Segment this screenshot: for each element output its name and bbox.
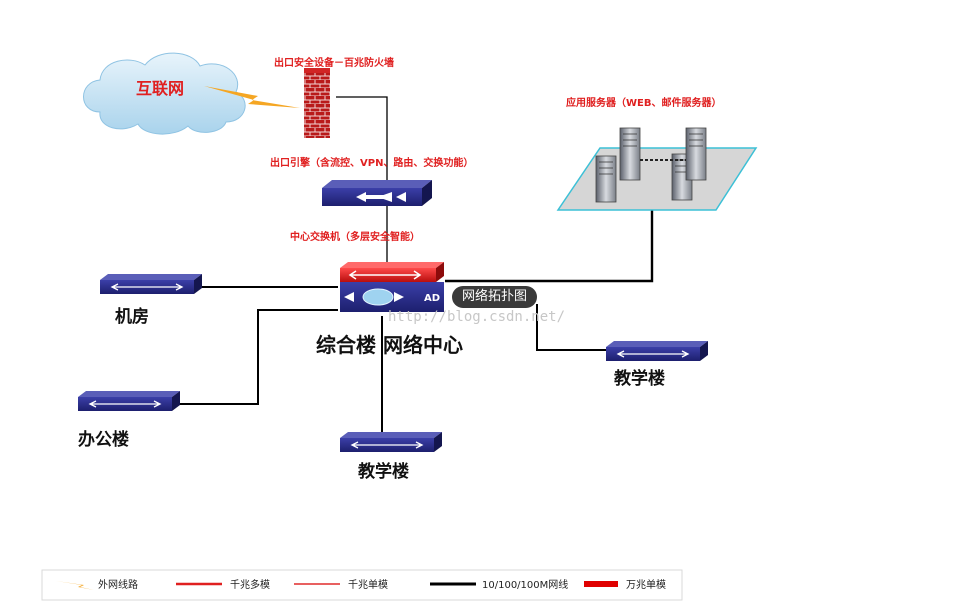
core-switch-device-icon: AD — [340, 262, 444, 312]
firewall-icon — [304, 68, 330, 138]
app-servers-cluster — [556, 127, 758, 211]
teaching-building-right-label: 教学楼 — [613, 368, 665, 389]
line-core-to-app-servers — [445, 208, 654, 283]
server-icon — [685, 127, 707, 181]
teaching-building-center-label: 教学楼 — [357, 461, 409, 482]
legend-label: 千兆多模 — [230, 578, 270, 591]
legend-label: 外网线路 — [98, 578, 138, 591]
line-firewall-to-engine — [336, 96, 388, 183]
egress-engine-device-icon — [322, 180, 432, 206]
line-core-to-office — [178, 309, 338, 405]
office-building-switch-icon — [78, 391, 180, 411]
teaching-building-right-switch-icon — [606, 341, 708, 361]
server-icon — [619, 127, 641, 181]
ad-badge: AD — [424, 293, 440, 304]
internet-cloud: 互联网 — [83, 52, 246, 135]
firewall-label: 出口安全设备－百兆防火墙 — [274, 56, 394, 69]
egress-engine-label: 出口引擎（含流控、VPN、路由、交换功能） — [270, 156, 473, 169]
line-core-to-teaching-right — [536, 304, 608, 351]
connection-lines — [178, 96, 654, 436]
legend-label: 千兆单模 — [348, 579, 388, 591]
server-icon — [595, 155, 617, 203]
office-building-label: 办公楼 — [78, 429, 129, 450]
teaching-building-center-switch-icon — [340, 432, 442, 452]
legend: 外网线路 千兆多模 千兆单模 10/100/100M网线 万兆单模 — [41, 569, 683, 601]
app-servers-label: 应用服务器（WEB、邮件服务器） — [566, 96, 721, 109]
legend-label: 万兆单模 — [626, 579, 666, 591]
server-room-switch-icon — [100, 274, 202, 294]
server-room-label: 机房 — [115, 306, 149, 327]
internet-label: 互联网 — [136, 79, 184, 98]
diagram-title-tooltip: 网络拓扑图 — [452, 286, 538, 308]
network-center-label: 综合楼 网络中心 — [316, 333, 463, 357]
watermark-text: http://blog.csdn.net/ — [388, 309, 565, 325]
core-switch-label: 中心交换机（多层安全智能） — [290, 230, 420, 243]
external-line-bolt-icon — [204, 86, 300, 108]
legend-label: 10/100/100M网线 — [482, 578, 568, 591]
